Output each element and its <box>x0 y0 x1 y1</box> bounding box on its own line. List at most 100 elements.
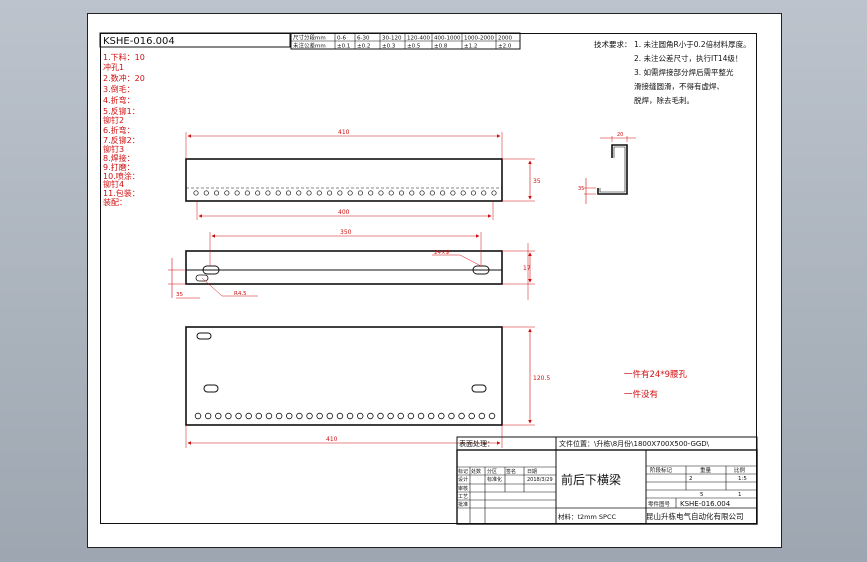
hole <box>245 412 252 420</box>
hole <box>265 412 273 420</box>
process-note: 铆钉3 <box>103 144 124 154</box>
hole <box>397 412 404 420</box>
title-block: 表面处理： 文件位置：\升栋\8月份\1800X700X500-GGD\ 标记 … <box>456 436 758 525</box>
tb-stage: 阶段标记 <box>650 466 673 474</box>
hole <box>224 190 230 196</box>
tol-value-3: ±0.3 <box>382 44 396 50</box>
hole <box>470 190 476 196</box>
material: 材料：t2mm SPCC <box>558 512 616 521</box>
view-top-slots: 350 24×9 17 35 R4.5 <box>168 229 535 300</box>
process-note: 6.折弯： <box>103 125 135 135</box>
tb-sheet-count: 1 <box>738 492 742 498</box>
tb-ratio: 比例 <box>734 466 746 474</box>
surface-treatment: 表面处理： <box>459 439 494 448</box>
process-note: 铆钉4 <box>103 179 124 189</box>
process-note: 10.喷涂： <box>103 171 140 181</box>
process-note: 3.倒毛： <box>103 84 135 94</box>
dim-top-height: 35 <box>533 178 541 185</box>
tol-value-4: ±0.5 <box>407 44 421 50</box>
hole <box>235 412 242 420</box>
hole <box>346 412 354 420</box>
hole <box>429 190 435 196</box>
hole <box>255 412 263 420</box>
hole <box>468 412 475 420</box>
view-flat-plate: 120.5 410 <box>185 326 550 448</box>
tb-check: 审核 <box>458 485 468 492</box>
process-note: 5.反铆1： <box>103 106 140 116</box>
tol-value-2: ±0.2 <box>357 44 370 50</box>
hole <box>194 412 202 420</box>
tol-range-2: 6-30 <box>357 36 370 42</box>
hole <box>378 190 384 196</box>
tech-req-item: 3. 如需焊接部分焊后需平整光 <box>634 67 734 77</box>
hole <box>244 190 250 196</box>
hole <box>234 190 240 196</box>
dim-bottom-height: 120.5 <box>533 375 550 382</box>
hole <box>458 412 465 420</box>
tb-qty: 2 <box>689 476 693 482</box>
process-note: 铆钉2 <box>103 115 124 125</box>
dim-mid-slot: 24×9 <box>434 250 450 256</box>
tech-req-item: 滑接缝圆滑，不得有虚焊、 <box>634 81 724 91</box>
company-name: 昆山升栋电气自动化有限公司 <box>646 511 744 521</box>
tol-value-5: ±0.8 <box>434 44 448 50</box>
dim-mid-height: 17 <box>523 265 531 272</box>
hole <box>316 412 323 420</box>
hole <box>306 190 312 196</box>
hole <box>203 190 209 196</box>
hole <box>409 190 415 196</box>
hole <box>357 412 364 420</box>
tol-range-3: 30-120 <box>382 36 402 42</box>
view-front-top: 410 400 35 <box>185 129 541 220</box>
hole <box>337 190 343 196</box>
tech-req-item: 1. 未注圆角R小于0.2倍材料厚度。 <box>634 39 751 49</box>
hole <box>481 190 487 196</box>
tol-range-5: 400-1000 <box>434 36 461 42</box>
tb-standard: 标准化 <box>487 476 502 483</box>
tb-date: 2018/3/29 <box>527 477 553 483</box>
process-note: 装配： <box>103 197 127 207</box>
hole <box>336 412 344 420</box>
dim-bottom-length: 410 <box>326 436 338 443</box>
tol-range-4: 120-400 <box>407 36 430 42</box>
process-note: 4.折弯： <box>103 95 135 105</box>
tb-col-mark: 标记 <box>458 468 468 475</box>
hole <box>387 412 394 420</box>
hole <box>478 412 486 420</box>
dim-top-inner: 400 <box>338 209 350 216</box>
tol-range-6: 1000-2000 <box>464 36 494 42</box>
tb-process: 工艺 <box>458 494 468 500</box>
dim-mid-hole: R4.5 <box>234 291 247 297</box>
tol-header-range: 尺寸分段mm <box>293 34 326 42</box>
hole <box>255 190 261 196</box>
hole <box>460 190 466 196</box>
tech-req-item: 脱焊，除去毛刺。 <box>634 95 694 105</box>
dim-mid-small: 35 <box>176 292 183 298</box>
hole <box>286 412 293 420</box>
process-note: 9.打磨： <box>103 162 135 172</box>
tol-value-1: ±0.1 <box>337 44 350 50</box>
hole <box>367 412 374 420</box>
hole <box>296 190 302 196</box>
hole <box>450 190 456 196</box>
dim-mid-span: 350 <box>340 229 352 236</box>
hole <box>407 412 415 420</box>
hole <box>440 190 446 196</box>
hole <box>427 412 435 420</box>
hole <box>275 412 283 420</box>
tol-header-value: 未注公差mm <box>293 42 326 50</box>
tol-range-7: 2000 <box>498 36 512 42</box>
tb-col-count: 处数 <box>471 468 481 475</box>
hole <box>225 412 232 420</box>
hole <box>368 190 374 196</box>
hole <box>265 190 271 196</box>
hole <box>193 190 199 196</box>
tb-col-sign: 签名 <box>506 468 516 475</box>
tech-req-heading: 技术要求： <box>594 39 632 49</box>
drawing-sheet <box>87 13 782 548</box>
hole <box>214 190 220 196</box>
process-note: 7.反铆2： <box>103 135 140 145</box>
tb-part-no-label: 零件图号 <box>648 500 671 508</box>
drawing-number-top: KSHE-016.004 <box>103 36 175 47</box>
